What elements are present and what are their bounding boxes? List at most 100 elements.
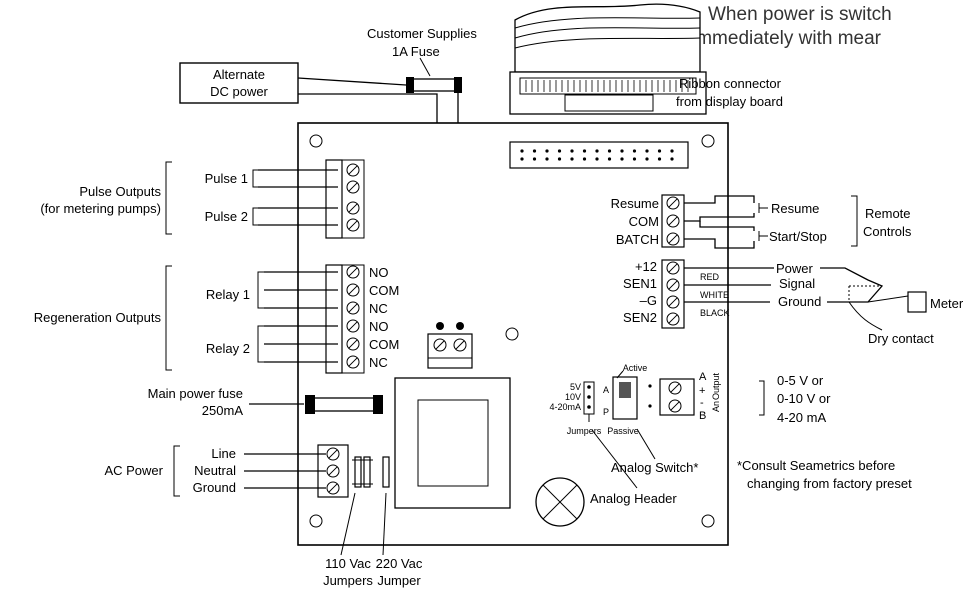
- ac-neutral-label: Neutral: [194, 463, 236, 478]
- terminal-screw-icon: [346, 201, 360, 215]
- analog-header-label: Analog Header: [590, 491, 677, 506]
- range-label-1: 0-5 V or: [777, 373, 824, 388]
- ribbon-cable: [509, 3, 707, 115]
- switch-p-label: P: [603, 407, 609, 417]
- jumpers-110-label-2: Jumpers: [323, 573, 373, 588]
- terminal-screw-icon: [666, 295, 680, 309]
- header-pin-icon: [582, 157, 587, 161]
- ac-group-label: AC Power: [104, 463, 163, 478]
- sensor-term-plus12: +12: [635, 259, 657, 274]
- terminal-screw-icon: [666, 261, 680, 275]
- voltage-jumpers: [352, 456, 390, 488]
- sensor-power-label: Power: [776, 261, 814, 276]
- alt-dc-label-1: Alternate: [213, 67, 265, 82]
- relay-term-nc-1: NC: [369, 301, 388, 316]
- mount-hole-icon: [309, 514, 323, 528]
- terminal-screw-icon: [346, 301, 360, 315]
- header-pin-icon: [607, 157, 612, 161]
- ribbon-label-2: from display board: [676, 94, 783, 109]
- main-fuse-icon: [305, 395, 383, 414]
- analog-output-vertical-label: Output: [711, 372, 721, 400]
- terminal-screw-icon: [346, 337, 360, 351]
- analog-an-vertical-label: An: [711, 401, 721, 412]
- relay-1-label: Relay 1: [206, 287, 250, 302]
- header-pin-icon: [520, 157, 524, 161]
- wire-white-label: WHITE: [700, 290, 729, 300]
- pulse-2-label: Pulse 2: [205, 209, 248, 224]
- relay-term-com-1: COM: [369, 283, 399, 298]
- header-pin-icon: [557, 157, 562, 161]
- terminal-screw-icon: [346, 218, 360, 232]
- header-pin-icon: [557, 149, 562, 153]
- terminal-screw-icon: [326, 464, 340, 478]
- mount-hole-icon: [701, 134, 715, 148]
- main-fuse-label-1: Main power fuse: [148, 386, 243, 401]
- customer-fuse-icon: [406, 77, 462, 93]
- terminal-screw-icon: [326, 447, 340, 461]
- meter-box: [907, 291, 927, 313]
- header-opt-5v: 5V: [570, 382, 581, 392]
- header-pin-icon: [632, 149, 637, 153]
- terminal-screw-icon: [666, 214, 680, 228]
- terminal-screw-icon: [666, 278, 680, 292]
- header-pin-icon: [657, 149, 662, 153]
- terminal-screw-icon: [346, 163, 360, 177]
- jumpers-220-label-2: Jumper: [377, 573, 421, 588]
- jumpers-220-label-1: 220 Vac: [376, 556, 423, 571]
- mount-hole-icon: [309, 134, 323, 148]
- resume-switch-label: Resume: [771, 201, 819, 216]
- terminal-screw-icon: [666, 312, 680, 326]
- header-pin-icon: [645, 157, 649, 161]
- header-pin-icon: [595, 157, 599, 161]
- relay-term-com-2: COM: [369, 337, 399, 352]
- analog-out-minus: -: [700, 397, 704, 409]
- header-line-1: When power is switch: [708, 4, 892, 25]
- header-line-2: immediately with mear: [692, 28, 882, 49]
- startstop-switch-label: Start/Stop: [769, 229, 827, 244]
- terminal-screw-icon: [668, 381, 682, 395]
- analog-switch-label: Analog Switch*: [611, 460, 698, 475]
- header-opt-4-20ma: 4-20mA: [549, 402, 581, 412]
- header-pin-icon: [620, 157, 624, 161]
- header-pin-icon: [545, 157, 549, 161]
- sensor-signal-label: Signal: [779, 276, 815, 291]
- header-pin-icon: [670, 149, 674, 153]
- terminal-screw-icon: [346, 319, 360, 333]
- remote-group-label-1: Remote: [865, 206, 911, 221]
- jumpers-label: Jumpers: [567, 426, 602, 436]
- relay-term-no-1: NO: [369, 265, 389, 280]
- analog-out-b: B: [699, 410, 706, 422]
- mount-hole-icon: [701, 514, 715, 528]
- display-header-connector: [509, 141, 689, 169]
- sensor-term-sen2: SEN2: [623, 310, 657, 325]
- analog-out-plus: +: [699, 385, 705, 397]
- header-pin-icon: [632, 157, 637, 161]
- alt-dc-label-2: DC power: [210, 84, 268, 99]
- pulse-1-label: Pulse 1: [205, 171, 248, 186]
- terminal-screw-icon: [668, 399, 682, 413]
- terminal-screw-icon: [666, 232, 680, 246]
- jumpers-110-label-1: 110 Vac: [325, 556, 371, 571]
- terminal-screw-icon: [346, 283, 360, 297]
- header-pin-icon: [607, 149, 612, 153]
- header-pin-icon: [570, 157, 574, 161]
- terminal-screw-icon: [346, 265, 360, 279]
- pulse-group-label-2: (for metering pumps): [40, 201, 161, 216]
- switch-passive-label: Passive: [607, 426, 639, 436]
- switch-a-label: A: [603, 385, 609, 395]
- dc-input-terminal: [427, 333, 473, 369]
- sensor-term-sen1: SEN1: [623, 276, 657, 291]
- relay-term-nc-2: NC: [369, 355, 388, 370]
- mount-hole-icon: [505, 327, 519, 341]
- remote-term-batch: BATCH: [616, 232, 659, 247]
- resume-switch-icon: [758, 203, 768, 213]
- main-fuse-label-2: 250mA: [202, 403, 244, 418]
- consult-note-1: *Consult Seametrics before: [737, 458, 895, 473]
- header-pin-icon: [645, 149, 649, 153]
- alt-dc-box: [179, 62, 299, 104]
- header-pin-icon: [532, 157, 537, 161]
- analog-out-a: A: [699, 371, 707, 383]
- header-pin-icon: [520, 149, 524, 153]
- ribbon-label-1: Ribbon connector: [679, 76, 782, 91]
